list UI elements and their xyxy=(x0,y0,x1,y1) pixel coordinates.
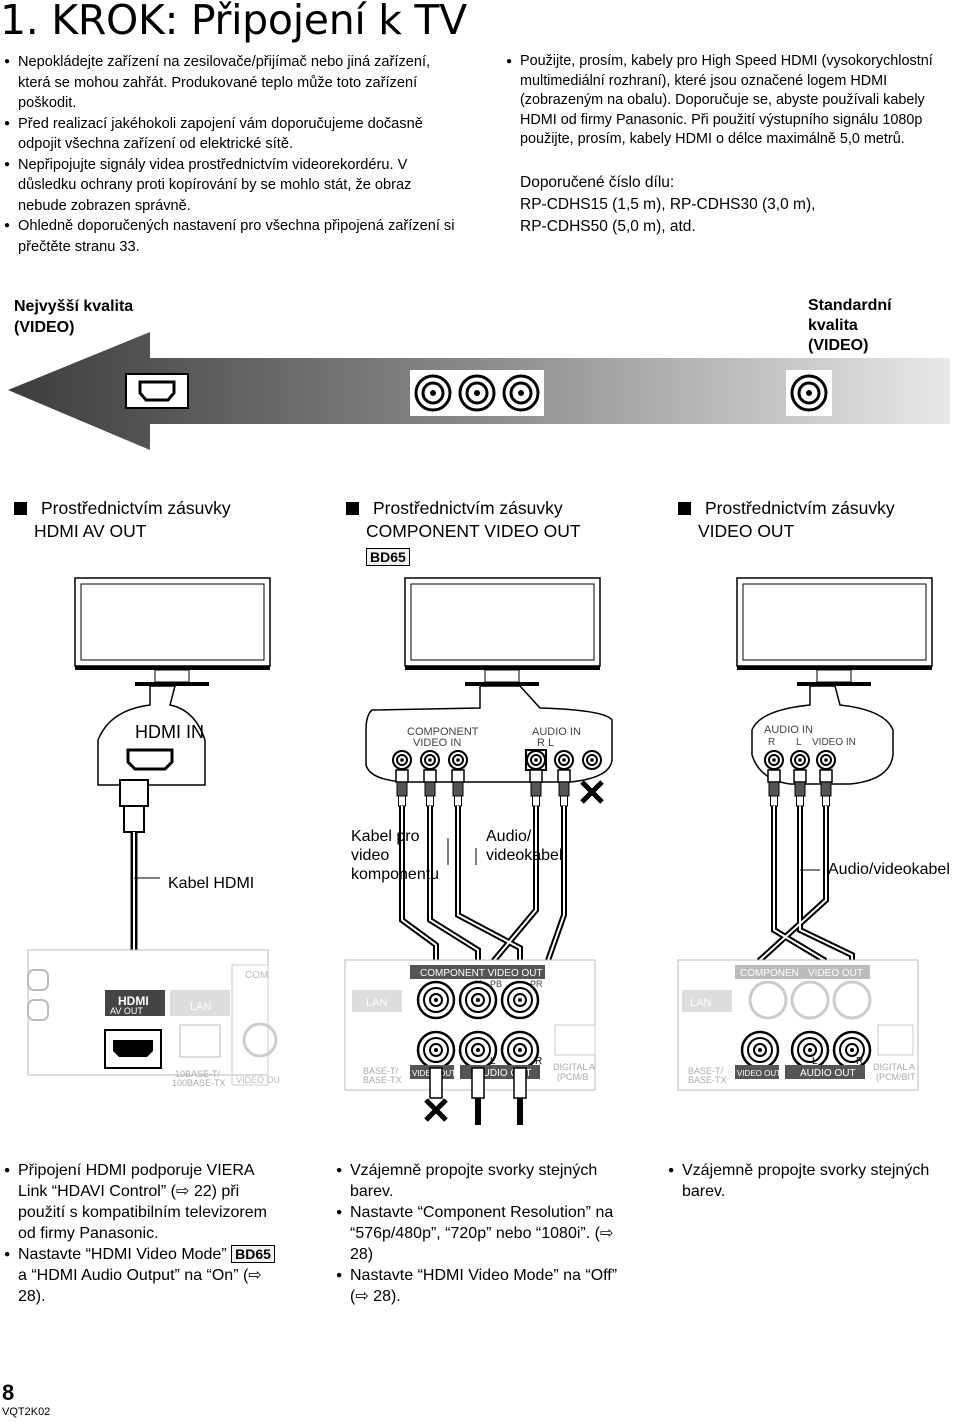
svg-text:COMPONENT: COMPONENT xyxy=(407,726,479,738)
svg-text:AUDIO IN: AUDIO IN xyxy=(532,726,581,738)
svg-text:AUDIO OUT: AUDIO OUT xyxy=(476,1068,532,1079)
tv-hdmi xyxy=(74,577,271,687)
doc-code: VQT2K02 xyxy=(2,1406,51,1418)
rear-panel-hdmi: HDMI AV OUT LAN 10BASE-T/ 100BASE-TX COM… xyxy=(27,949,280,1088)
standard-quality-label: Standardní kvalita (VIDEO) xyxy=(808,297,892,354)
component-jacks-icon xyxy=(410,370,544,416)
svg-text:AUDIO OUT: AUDIO OUT xyxy=(800,1068,856,1079)
section-hdmi: Prostřednictvím zásuvky HDMI AV OUT xyxy=(14,497,304,543)
notes-hdmi: Připojení HDMI podporuje VIERA Link “HDA… xyxy=(4,1160,284,1307)
svg-text:COMPONENT VIDEO OUT: COMPONENT VIDEO OUT xyxy=(420,968,543,979)
rear-panel-component: COMPONENT VIDEO OUT Y PB PR LAN BASE-T/ … xyxy=(344,959,596,1091)
svg-text:L: L xyxy=(490,1056,496,1067)
svg-text:Audio/: Audio/ xyxy=(486,828,532,845)
svg-text:R L: R L xyxy=(537,737,554,749)
note-item: Nepřipojujte signály videa prostřednictv… xyxy=(4,155,459,217)
svg-text:BASE-T/: BASE-T/ xyxy=(363,1066,399,1076)
svg-text:Audio/videokabel: Audio/videokabel xyxy=(828,861,950,878)
part-number-line: RP-CDHS50 (5,0 m), atd. xyxy=(520,217,696,235)
square-bullet-icon xyxy=(678,502,691,515)
svg-text:R: R xyxy=(535,1056,542,1067)
svg-text:100BASE-TX: 100BASE-TX xyxy=(172,1078,226,1088)
svg-text:VIDEO IN: VIDEO IN xyxy=(413,737,461,749)
svg-text:R: R xyxy=(856,1056,863,1067)
page-number: 8 xyxy=(2,1380,15,1405)
best-quality-label: Nejvyšší kvalita (VIDEO) xyxy=(14,298,134,336)
hdmi-in-label: HDMI IN xyxy=(135,722,204,742)
square-bullet-icon xyxy=(346,502,359,515)
square-bullet-icon xyxy=(14,502,27,515)
model-badge: BD65 xyxy=(231,1245,275,1263)
svg-text:DIGITAL A: DIGITAL A xyxy=(553,1062,595,1072)
svg-text:(PCM/BIT: (PCM/BIT xyxy=(876,1072,916,1082)
connection-diagram: HDMI IN COMPONENT VIDEO IN AUDIO IN R L … xyxy=(27,577,950,1125)
note-item: Ohledně doporučených nastavení pro všech… xyxy=(4,216,459,257)
svg-text:VIDEO OUT: VIDEO OUT xyxy=(737,1069,781,1078)
svg-text:videokabel: videokabel xyxy=(486,847,563,864)
notes-component: Vzájemně propojte svorky stejných barev.… xyxy=(336,1160,626,1307)
note-item: Před realizací jakéhokoli zapojení vám d… xyxy=(4,114,459,155)
note-item: Nastavte “Component Resolution” na “576p… xyxy=(336,1202,626,1265)
svg-text:LAN: LAN xyxy=(190,1001,211,1013)
note-item: Vzájemně propojte svorky stejných barev. xyxy=(336,1160,626,1202)
note-item: Nepokládejte zařízení na zesilovače/přij… xyxy=(4,52,459,114)
svg-text:AV OUT: AV OUT xyxy=(110,1006,143,1016)
svg-text:AUDIO IN: AUDIO IN xyxy=(764,724,813,736)
video-jack-icon xyxy=(786,370,832,416)
hdmi-cable-note: Použijte, prosím, kabely pro High Speed … xyxy=(506,52,958,150)
svg-text:LAN: LAN xyxy=(690,997,711,1009)
cable-hdmi-label: Kabel HDMI xyxy=(168,875,254,892)
svg-text:LAN: LAN xyxy=(366,997,387,1009)
note-item: Vzájemně propojte svorky stejných barev. xyxy=(668,1160,958,1202)
svg-text:(PCM/B: (PCM/B xyxy=(557,1072,589,1082)
svg-text:HDMI: HDMI xyxy=(118,994,149,1008)
section-video: Prostřednictvím zásuvky VIDEO OUT xyxy=(678,497,958,543)
note-item: Nastavte “HDMI Video Mode” na “Off” (⇨ 2… xyxy=(336,1265,626,1307)
svg-text:BASE-TX: BASE-TX xyxy=(363,1075,402,1085)
section-component: Prostřednictvím zásuvky COMPONENT VIDEO … xyxy=(346,497,646,568)
svg-text:BASE-T/: BASE-T/ xyxy=(688,1066,724,1076)
svg-text:DIGITAL A: DIGITAL A xyxy=(873,1062,915,1072)
note-item-cont: a “HDMI Audio Output” na “On” (⇨ 28). xyxy=(18,1267,262,1305)
part-number-line: RP-CDHS15 (1,5 m), RP-CDHS30 (3,0 m), xyxy=(520,195,816,213)
svg-text:L: L xyxy=(796,737,802,748)
notes-video: Vzájemně propojte svorky stejných barev. xyxy=(668,1160,958,1202)
svg-text:video: video xyxy=(351,847,389,864)
notes-left: Nepokládejte zařízení na zesilovače/přij… xyxy=(4,52,459,257)
svg-text:10BASE-T/: 10BASE-T/ xyxy=(175,1069,221,1079)
page-title: 1. KROK: Připojení k TV xyxy=(0,0,467,44)
rear-panel-video: COMPONEN VIDEO OUT LAN BASE-T/ BASE-TX V… xyxy=(677,959,919,1091)
svg-text:komponentu: komponentu xyxy=(351,866,439,883)
svg-text:R: R xyxy=(768,737,775,748)
notes-right: Použijte, prosím, kabely pro High Speed … xyxy=(506,52,958,238)
note-item: Nastavte “HDMI Video Mode” BD65 xyxy=(4,1244,284,1265)
svg-text:PB: PB xyxy=(490,979,502,989)
tv-component xyxy=(404,577,601,687)
svg-text:Kabel pro: Kabel pro xyxy=(351,828,420,845)
part-number-label: Doporučené číslo dílu: xyxy=(520,173,675,191)
svg-text:COMPONEN: COMPONEN xyxy=(740,968,799,979)
svg-text:PR: PR xyxy=(530,979,543,989)
svg-text:VIDEO OUT: VIDEO OUT xyxy=(808,968,863,979)
quality-arrow xyxy=(8,332,950,450)
svg-text:VIDEO OU: VIDEO OU xyxy=(236,1075,280,1085)
model-badge: BD65 xyxy=(366,548,410,566)
svg-text:COM: COM xyxy=(245,970,268,981)
hdmi-port-icon xyxy=(125,373,189,409)
svg-text:VIDEO IN: VIDEO IN xyxy=(812,737,856,748)
note-item: Připojení HDMI podporuje VIERA Link “HDA… xyxy=(4,1160,284,1244)
svg-text:L: L xyxy=(812,1056,818,1067)
tv-video xyxy=(736,577,933,687)
svg-text:BASE-TX: BASE-TX xyxy=(688,1075,727,1085)
